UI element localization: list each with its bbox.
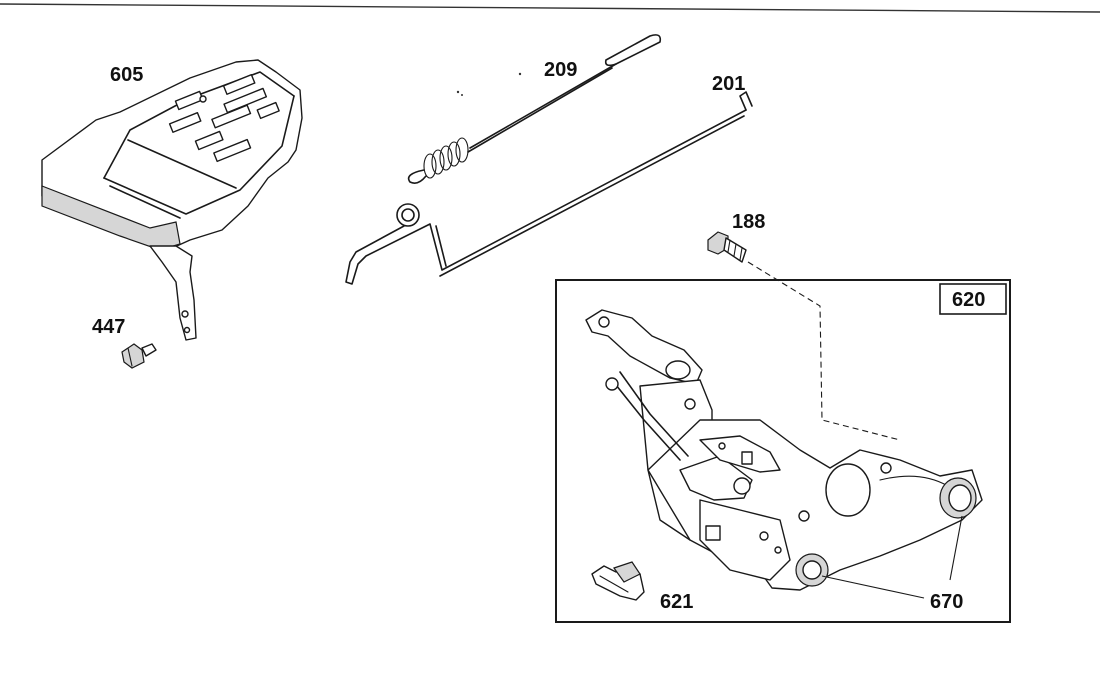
label-part-605: 605 xyxy=(110,64,143,86)
label-part-620: 620 xyxy=(952,289,985,311)
scan-speck xyxy=(456,90,460,94)
label-part-201: 201 xyxy=(712,73,745,95)
label-part-209: 209 xyxy=(544,59,577,81)
part-209-spring-link xyxy=(407,34,662,184)
throttle-control-bracket xyxy=(585,309,983,591)
scan-speck xyxy=(518,72,522,76)
leader-670-left xyxy=(821,575,925,599)
label-part-188: 188 xyxy=(732,211,765,233)
label-part-621: 621 xyxy=(660,591,693,613)
leader-670-right xyxy=(949,515,963,581)
assembly-620-label-box xyxy=(939,283,1007,315)
scan-speck xyxy=(461,94,463,96)
assembly-620-frame xyxy=(555,279,1011,623)
part-621-clip xyxy=(591,561,645,601)
part-447-screw xyxy=(121,343,157,369)
top-border-line xyxy=(0,3,1100,13)
spring-coils xyxy=(423,137,469,179)
part-201-control-rod xyxy=(345,91,753,285)
label-part-447: 447 xyxy=(92,316,125,338)
part-188-bolt xyxy=(707,231,901,441)
label-part-670: 670 xyxy=(930,591,963,613)
part-605-control-cover xyxy=(41,59,303,341)
